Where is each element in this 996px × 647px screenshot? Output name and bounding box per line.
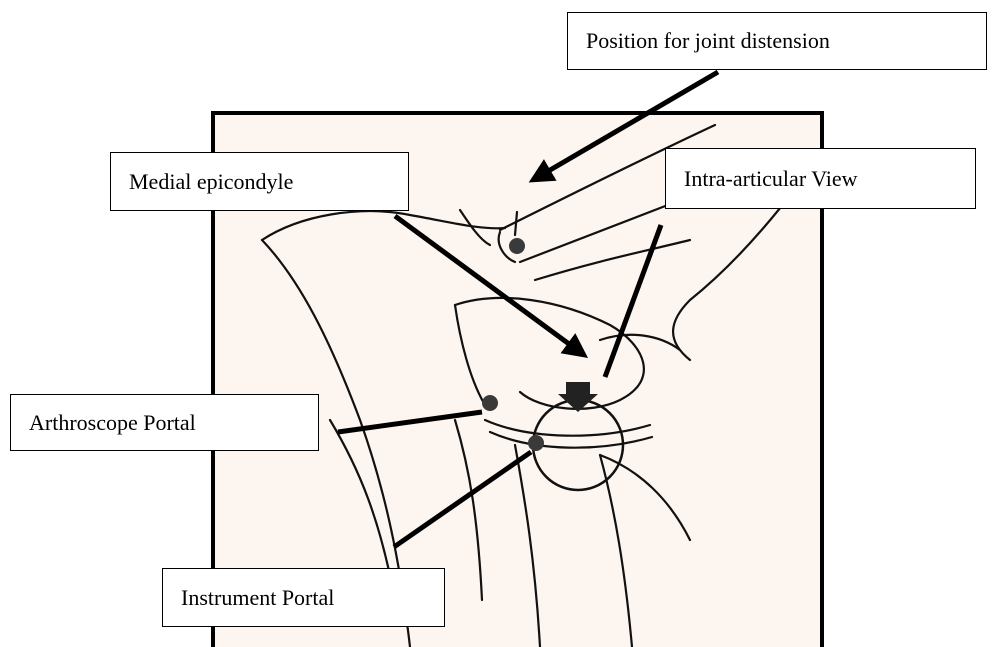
distension-portal-marker: [509, 238, 525, 254]
instrument-portal-marker: [528, 435, 544, 451]
label-medial-epicondyle: Medial epicondyle: [110, 152, 409, 211]
label-intra-articular-view: Intra-articular View: [665, 148, 976, 209]
label-arthroscope-portal: Arthroscope Portal: [10, 394, 319, 451]
arthroscope-portal-marker: [482, 395, 498, 411]
label-joint-distension: Position for joint distension: [567, 12, 987, 70]
label-instrument-portal: Instrument Portal: [162, 568, 445, 627]
